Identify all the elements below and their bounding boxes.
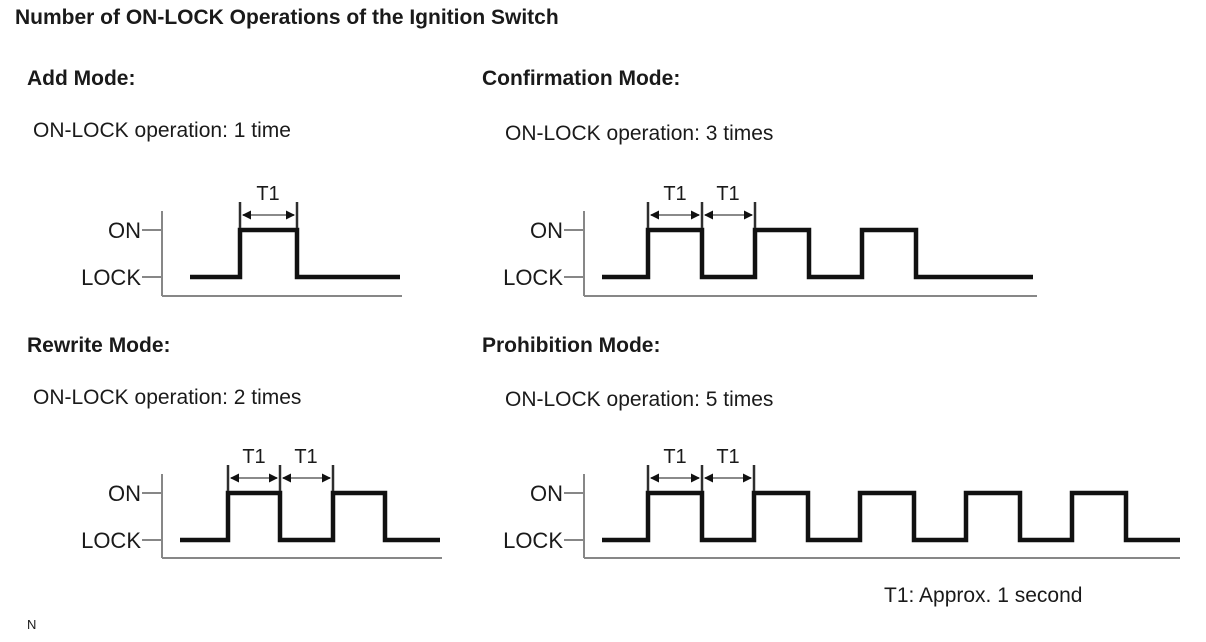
waveform-rewrite: ON LOCK T1 T1	[81, 446, 442, 559]
operation-text-prohibition: ON-LOCK operation: 5 times	[505, 388, 774, 411]
lock-label: LOCK	[503, 528, 563, 553]
on-label: ON	[108, 218, 141, 243]
mode-heading-add: Add Mode:	[27, 67, 136, 90]
operation-text-confirmation: ON-LOCK operation: 3 times	[505, 122, 774, 145]
signal-wave-path	[180, 490, 440, 543]
t1-arrowhead-left-icon	[650, 473, 659, 483]
operation-text-rewrite: ON-LOCK operation: 2 times	[33, 386, 302, 409]
t1-label: T1	[256, 183, 279, 205]
t1-arrowhead-right-icon	[744, 210, 753, 220]
on-label: ON	[108, 481, 141, 506]
t1-arrowhead-right-icon	[269, 473, 278, 483]
mode-heading-confirmation: Confirmation Mode:	[482, 67, 681, 90]
lock-label: LOCK	[81, 265, 141, 290]
t1-arrowhead-right-icon	[691, 210, 700, 220]
t1-arrowhead-right-icon	[286, 210, 295, 220]
t1-arrowhead-right-icon	[322, 473, 331, 483]
page-title: Number of ON-LOCK Operations of the Igni…	[15, 6, 559, 29]
page-marker: N	[27, 617, 37, 632]
waveform-confirmation: ON LOCK T1 T1	[503, 183, 1037, 297]
waveform-prohibition: ON LOCK T1 T1	[503, 446, 1180, 559]
t1-arrowhead-right-icon	[691, 473, 700, 483]
mode-heading-prohibition: Prohibition Mode:	[482, 334, 661, 357]
t1-arrowhead-right-icon	[743, 473, 752, 483]
signal-wave-path	[602, 490, 1180, 543]
mode-heading-rewrite: Rewrite Mode:	[27, 334, 171, 357]
t1-arrowhead-left-icon	[704, 210, 713, 220]
operation-text-add: ON-LOCK operation: 1 time	[33, 119, 291, 142]
on-label: ON	[530, 481, 563, 506]
t1-label: T1	[242, 446, 265, 468]
t1-arrowhead-left-icon	[282, 473, 291, 483]
signal-wave-path	[602, 227, 1033, 280]
t1-label: T1	[663, 183, 686, 205]
t1-arrowhead-left-icon	[650, 210, 659, 220]
t1-footnote: T1: Approx. 1 second	[884, 584, 1083, 607]
lock-label: LOCK	[503, 265, 563, 290]
on-label: ON	[530, 218, 563, 243]
waveform-add: ON LOCK T1	[81, 183, 402, 297]
t1-label: T1	[716, 183, 739, 205]
t1-label: T1	[663, 446, 686, 468]
t1-arrowhead-left-icon	[230, 473, 239, 483]
t1-arrowhead-left-icon	[704, 473, 713, 483]
t1-label: T1	[294, 446, 317, 468]
signal-wave-path	[190, 227, 400, 280]
t1-arrowhead-left-icon	[242, 210, 251, 220]
t1-label: T1	[716, 446, 739, 468]
lock-label: LOCK	[81, 528, 141, 553]
